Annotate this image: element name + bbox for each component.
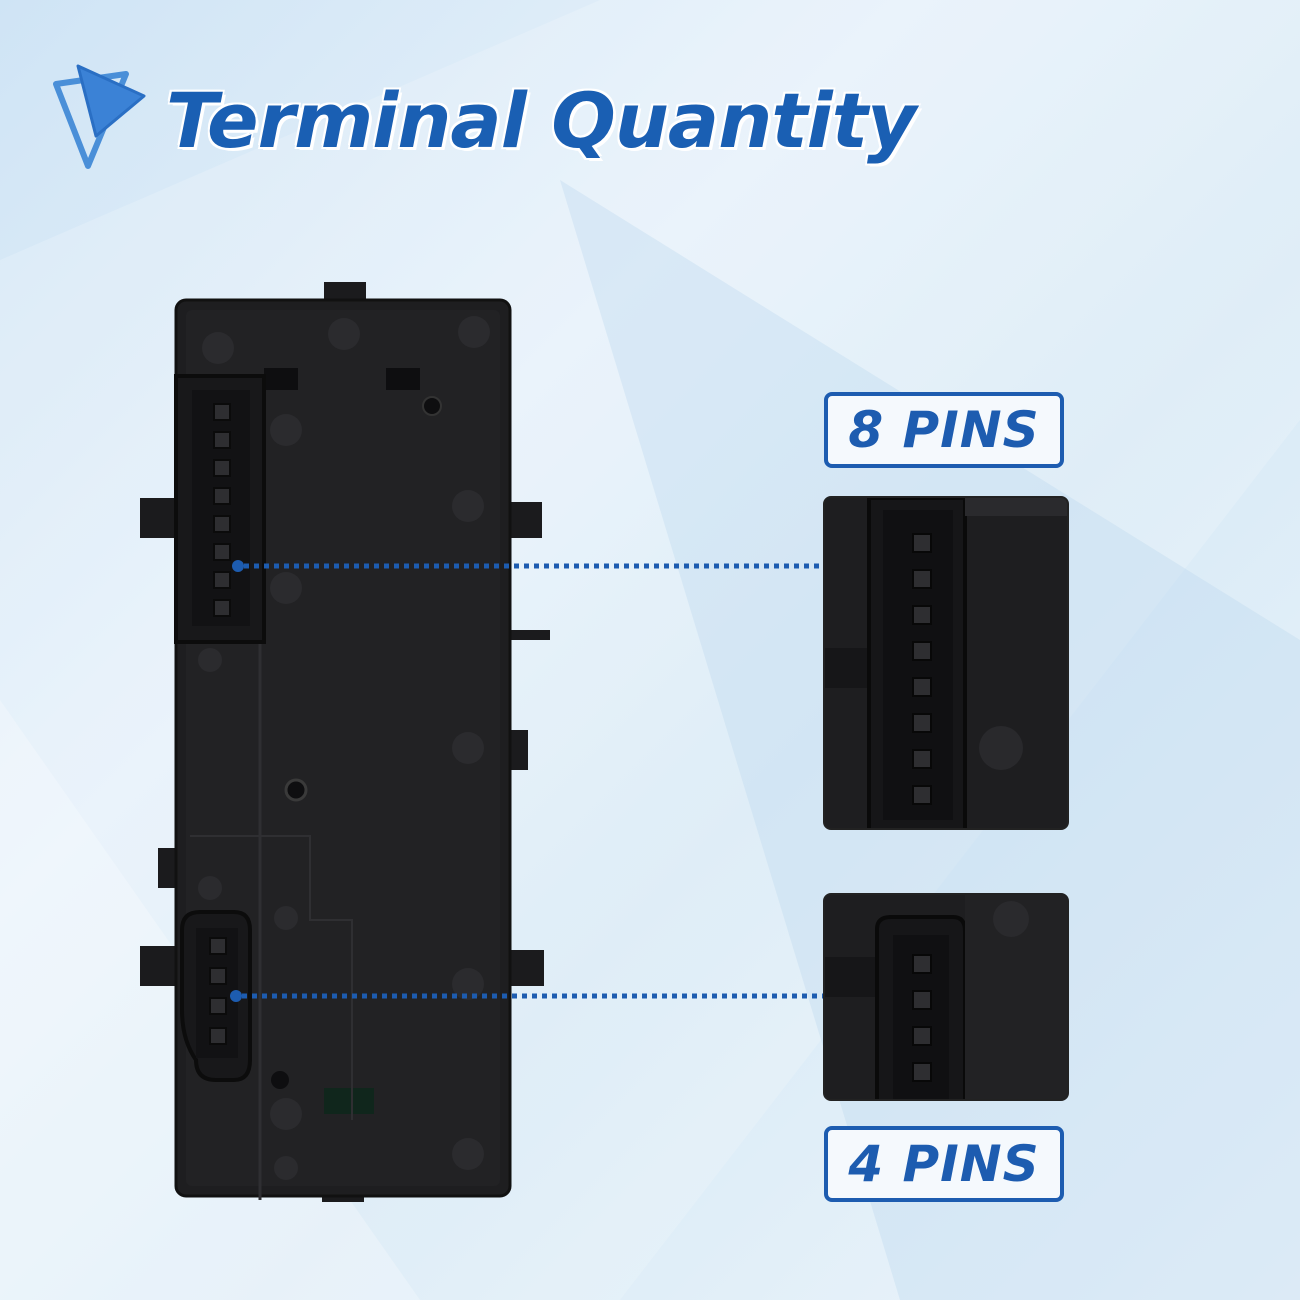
- eight-pin-connector-zoom: [823, 496, 1069, 830]
- four-pin-connector-zoom: [823, 893, 1069, 1101]
- switch-product-image: [140, 282, 550, 1202]
- title-block: Terminal Quantity: [48, 62, 948, 182]
- play-triangle-logo-icon: [53, 64, 146, 169]
- eight-pins-label: 8 PINS: [824, 392, 1064, 468]
- page-title: Terminal Quantity: [166, 76, 917, 165]
- four-pins-label: 4 PINS: [824, 1126, 1064, 1202]
